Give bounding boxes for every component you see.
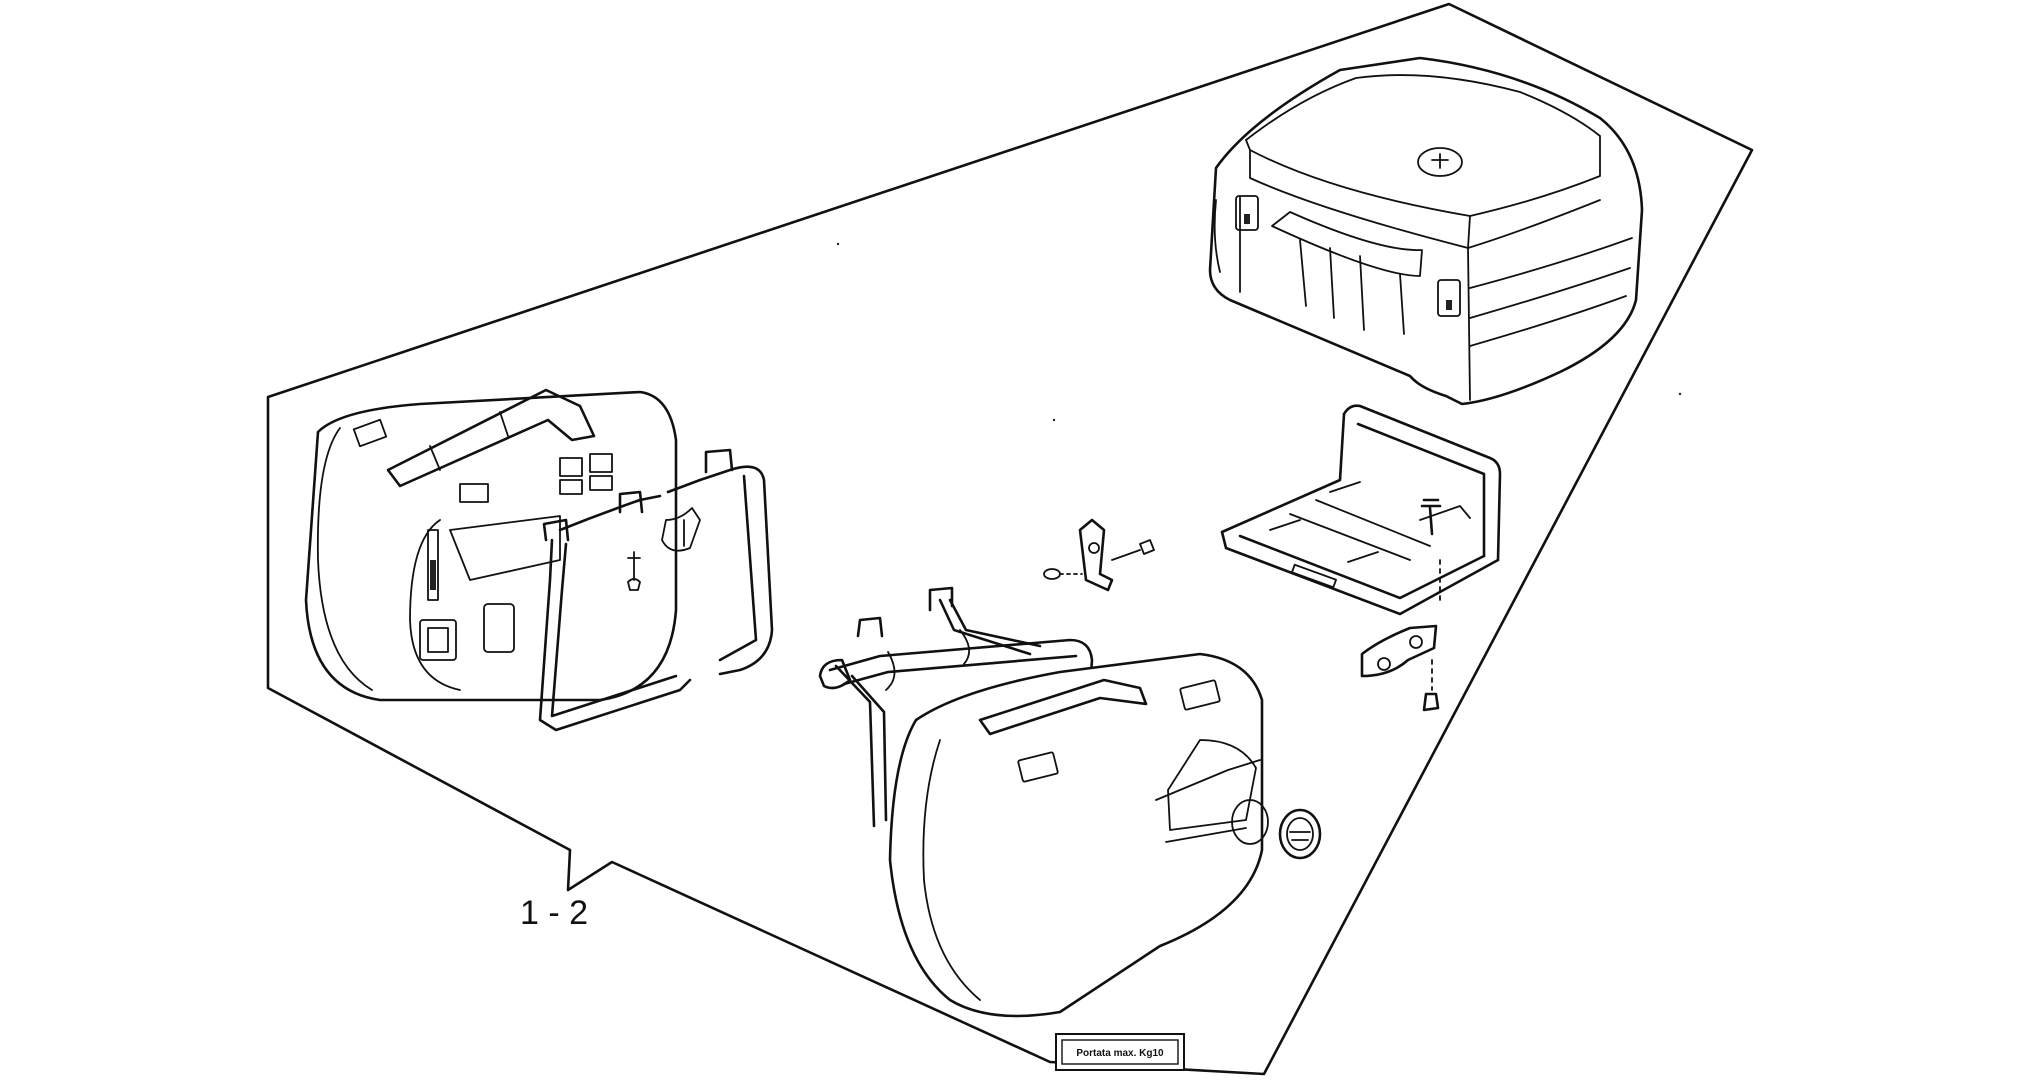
left-case-reflector [419, 619, 457, 661]
load-capacity-plate: Portata max. Kg10 [1055, 1033, 1185, 1071]
emblem-badge [1278, 808, 1322, 860]
left-case-handle [386, 388, 596, 488]
mounting-bracket [1043, 518, 1155, 592]
right-side-carrier[interactable] [818, 586, 1094, 828]
top-case-rack[interactable] [1220, 404, 1502, 616]
top-case-handle [1271, 211, 1423, 277]
right-side-case[interactable] [888, 652, 1269, 1018]
top-case-latch-left [1235, 195, 1259, 231]
reference-label: 1 - 2 [520, 894, 588, 932]
drawing-specks [836, 242, 1682, 422]
top-case-lock-icon [1417, 147, 1463, 177]
assembly-boundary-outline [266, 2, 1754, 1076]
right-case-lock [1231, 799, 1269, 845]
left-side-case[interactable] [304, 388, 678, 702]
left-side-carrier[interactable] [538, 448, 774, 732]
top-case-latch-right [1437, 279, 1461, 317]
top-case[interactable] [1208, 56, 1644, 406]
load-capacity-text: Portata max. Kg10 [1076, 1048, 1164, 1059]
rack-clamp-hardware [1360, 498, 1442, 712]
right-case-handle [978, 678, 1148, 736]
